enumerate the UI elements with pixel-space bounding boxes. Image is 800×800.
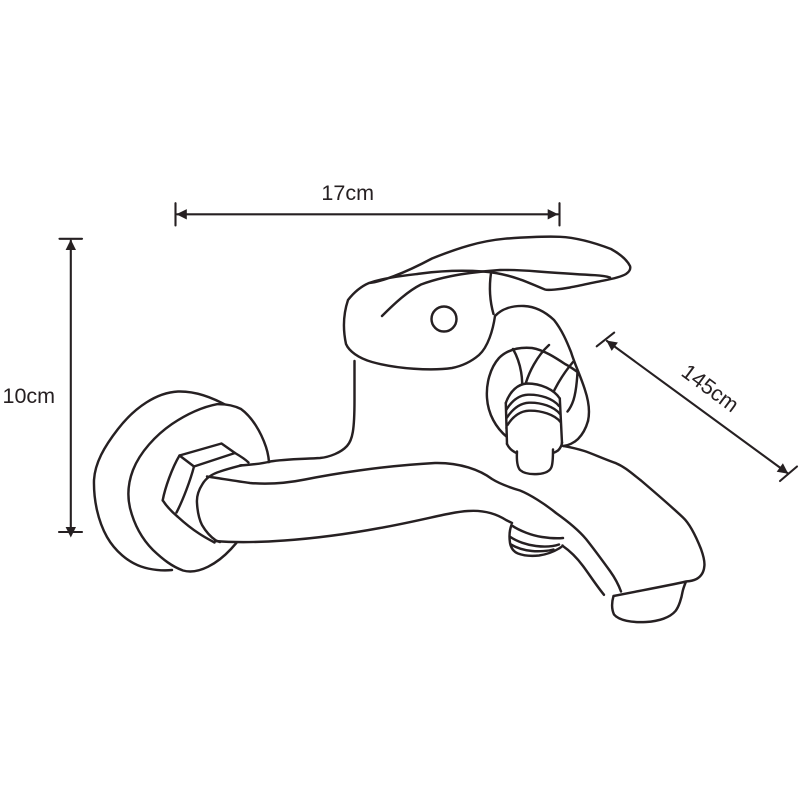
- svg-text:145cm: 145cm: [677, 360, 743, 418]
- svg-text:10cm: 10cm: [3, 384, 56, 408]
- svg-text:17cm: 17cm: [321, 181, 374, 205]
